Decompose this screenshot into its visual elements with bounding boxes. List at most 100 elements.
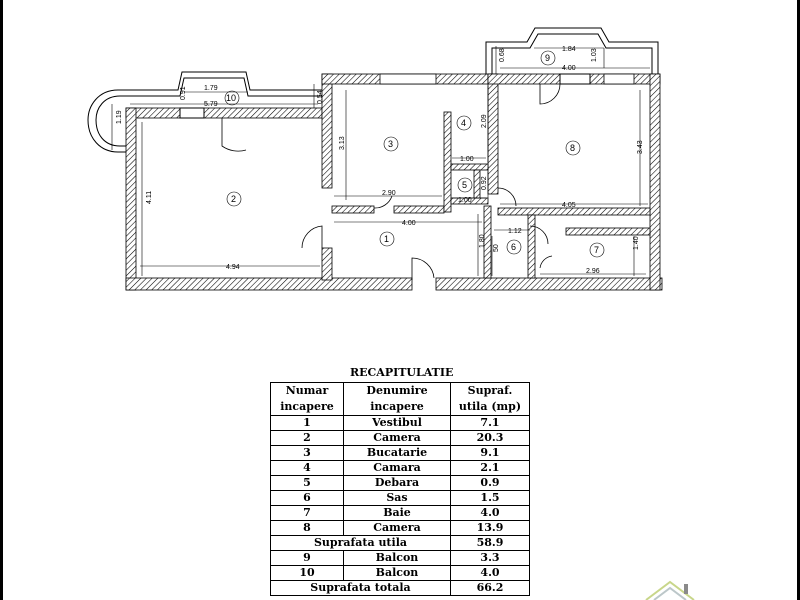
- header-denumire-line1: Denumire: [366, 384, 428, 397]
- floor-plan: 1.79 0.91 5.79 1.19 0.54 4.11 4.94 3.13 …: [87, 27, 663, 291]
- table-title: RECAPITULATIE: [350, 366, 454, 379]
- walls: [125, 73, 663, 291]
- cell-name: Camera: [343, 520, 451, 536]
- dim-1-03: 1.03: [591, 48, 598, 62]
- dim-1-00-a: 1.00: [460, 156, 474, 163]
- cell-number: 10: [270, 565, 344, 581]
- cell-name: Baie: [343, 505, 451, 521]
- header-numar-line2: incapere: [280, 400, 334, 413]
- room-2-number: 2: [231, 194, 236, 204]
- cell-name: Debara: [343, 475, 451, 491]
- room-6-number: 6: [511, 242, 516, 252]
- cell-number: 9: [270, 550, 344, 566]
- windows: [379, 73, 635, 85]
- wall-bath-top: [565, 227, 651, 236]
- dim-1-19: 1.19: [116, 110, 123, 124]
- header-suprafata-line1: Supraf.: [467, 384, 513, 397]
- cell-area: 13.9: [450, 520, 530, 536]
- cell-number: 1: [270, 415, 344, 431]
- cell-area: 4.0: [450, 565, 530, 581]
- dim-1-79: 1.79: [204, 85, 218, 92]
- room-10-number: 10: [226, 93, 236, 103]
- cell-number: 8: [270, 520, 344, 536]
- room-labels: [224, 50, 605, 258]
- dim-1-40: 1.40: [633, 236, 640, 250]
- grand-total-value: 66.2: [450, 580, 530, 596]
- dim-2-90: 2.90: [382, 190, 396, 197]
- dim-0-92: 0.92: [481, 176, 488, 190]
- wall-kitchen-bottom-b: [393, 205, 445, 214]
- header-suprafata: Supraf. utila (mp): [450, 382, 530, 416]
- house-logo-icon: [645, 580, 695, 600]
- wall-closet-side: [473, 169, 481, 199]
- dim-4-00-b: 4.00: [562, 65, 576, 72]
- cell-area: 20.3: [450, 430, 530, 446]
- wall-inner-bottom: [321, 247, 333, 281]
- room-4-number: 4: [461, 118, 466, 128]
- dim-4-05: 4.05: [562, 202, 576, 209]
- dim-0-68: 0.68: [499, 48, 506, 62]
- header-numar: Numar incapere: [270, 382, 344, 416]
- dim-1-12: 1.12: [508, 228, 522, 235]
- cell-name: Balcon: [343, 550, 451, 566]
- dim-50: 50: [493, 244, 500, 252]
- dim-3-43: 3.43: [637, 140, 644, 154]
- util-total-value: 58.9: [450, 535, 530, 551]
- wall-bottom-right: [435, 277, 663, 291]
- cell-name: Balcon: [343, 565, 451, 581]
- balcony-10: [87, 71, 322, 153]
- util-total-label: Suprafata utila: [270, 535, 451, 551]
- wall-bath-left: [527, 214, 536, 279]
- dim-5-79: 5.79: [204, 101, 218, 108]
- wall-right: [649, 73, 661, 291]
- room-7-number: 7: [594, 245, 599, 255]
- room-5-number: 5: [462, 180, 467, 190]
- doors: [221, 83, 561, 280]
- page-edge-right: [797, 0, 800, 600]
- cell-area: 2.1: [450, 460, 530, 476]
- cell-number: 5: [270, 475, 344, 491]
- cell-area: 9.1: [450, 445, 530, 461]
- cell-number: 6: [270, 490, 344, 506]
- room-9-number: 9: [545, 53, 550, 63]
- cell-name: Camara: [343, 460, 451, 476]
- dimension-lines: [111, 46, 650, 276]
- wall-bottom-left: [125, 277, 413, 291]
- dim-1-00-b: 1.00: [458, 197, 472, 204]
- cell-number: 7: [270, 505, 344, 521]
- cell-area: 1.5: [450, 490, 530, 506]
- header-numar-line1: Numar: [285, 384, 329, 397]
- cell-area: 7.1: [450, 415, 530, 431]
- cell-area: 0.9: [450, 475, 530, 491]
- dim-2-96: 2.96: [586, 268, 600, 275]
- cell-name: Vestibul: [343, 415, 451, 431]
- cell-number: 4: [270, 460, 344, 476]
- balcony-9: [485, 27, 659, 85]
- dim-4-11: 4.11: [146, 191, 153, 204]
- header-suprafata-line2: utila (mp): [458, 400, 522, 413]
- dim-1-84: 1.84: [562, 46, 576, 53]
- room-8-number: 8: [570, 143, 575, 153]
- wall-left: [125, 107, 137, 291]
- dim-3-13: 3.13: [339, 136, 346, 150]
- wall-pantry: [443, 111, 452, 213]
- cell-name: Bucatarie: [343, 445, 451, 461]
- dim-0-91: 0.91: [180, 86, 187, 100]
- cell-area: 3.3: [450, 550, 530, 566]
- dim-0-54: 0.54: [317, 90, 324, 104]
- page-edge-left: [0, 0, 3, 600]
- dim-4-94: 4.94: [226, 264, 240, 271]
